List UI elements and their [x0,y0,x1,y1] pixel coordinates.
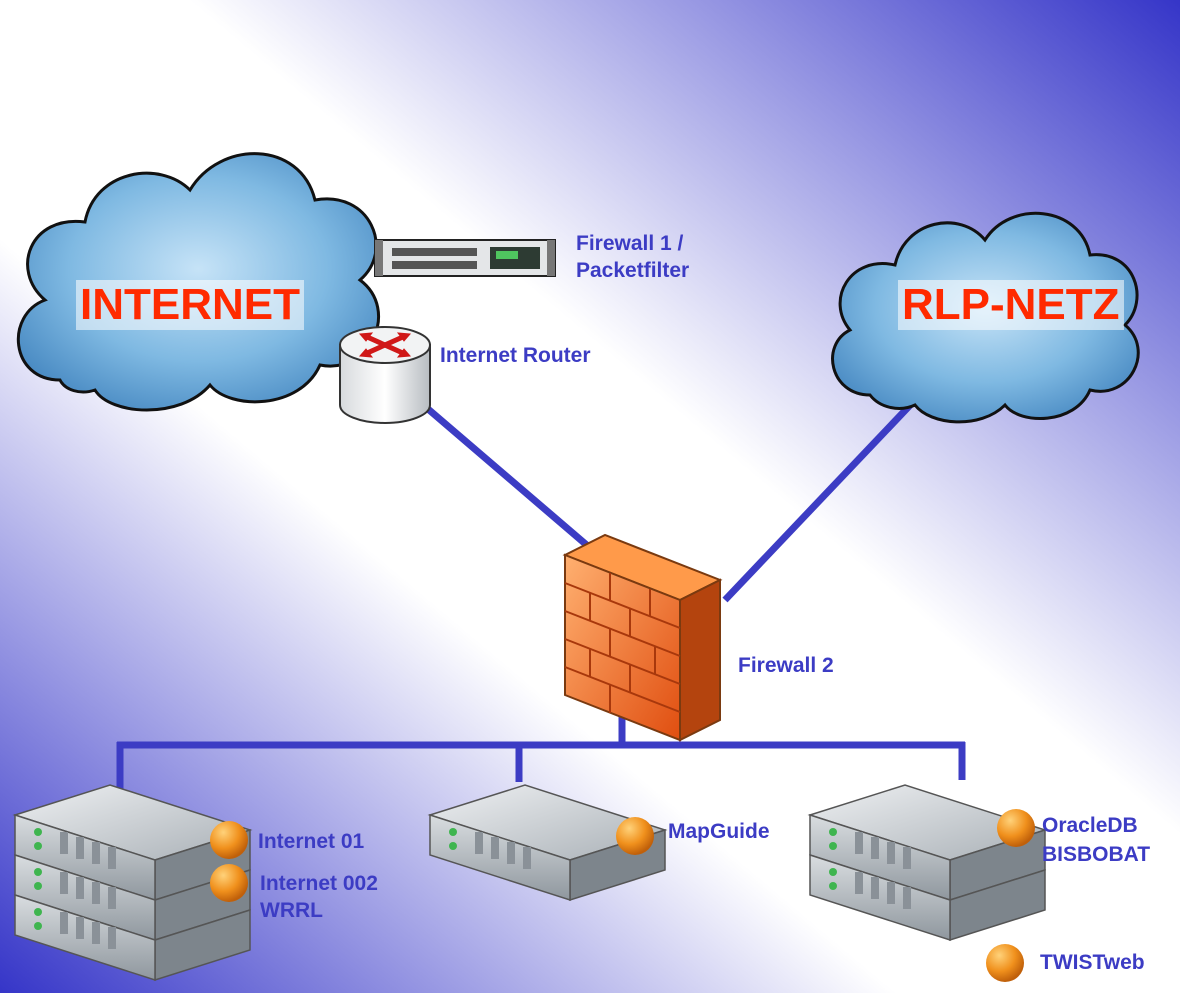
rlp-netz-cloud-label: RLP-NETZ [898,280,1124,330]
server-label-mapguide: MapGuide [668,820,770,843]
network-links [116,382,966,790]
twistweb-marker-icon [210,821,248,859]
server-label-internet002: Internet 002 [260,872,378,895]
router-icon [339,326,431,424]
firewall1-appliance-icon [374,239,556,277]
twistweb-marker-icon [997,809,1035,847]
firewall2-label: Firewall 2 [738,654,834,677]
twistweb-marker-icon [616,817,654,855]
legend-twistweb-label: TWISTweb [1040,951,1145,974]
firewall1-label-line1: Firewall 1 / [576,232,684,255]
server-label-oracledb: OracleDB [1042,814,1138,837]
link-router-firewall2 [397,382,613,568]
firewall1-label-line2: Packetfilter [576,259,690,282]
twistweb-marker-icon [210,864,248,902]
server-label-wrrl: WRRL [260,899,323,922]
link-rlp-firewall2 [722,397,918,603]
router-label: Internet Router [440,344,591,367]
internet-cloud-label: INTERNET [76,280,304,330]
oracledb-server-stack-icon [807,784,1048,942]
firewall2-brick-wall-icon [562,533,723,742]
server-label-internet01: Internet 01 [258,830,365,853]
server-label-bisbobat: BISBOBAT [1042,843,1151,866]
legend-twistweb-marker-icon [986,944,1024,982]
